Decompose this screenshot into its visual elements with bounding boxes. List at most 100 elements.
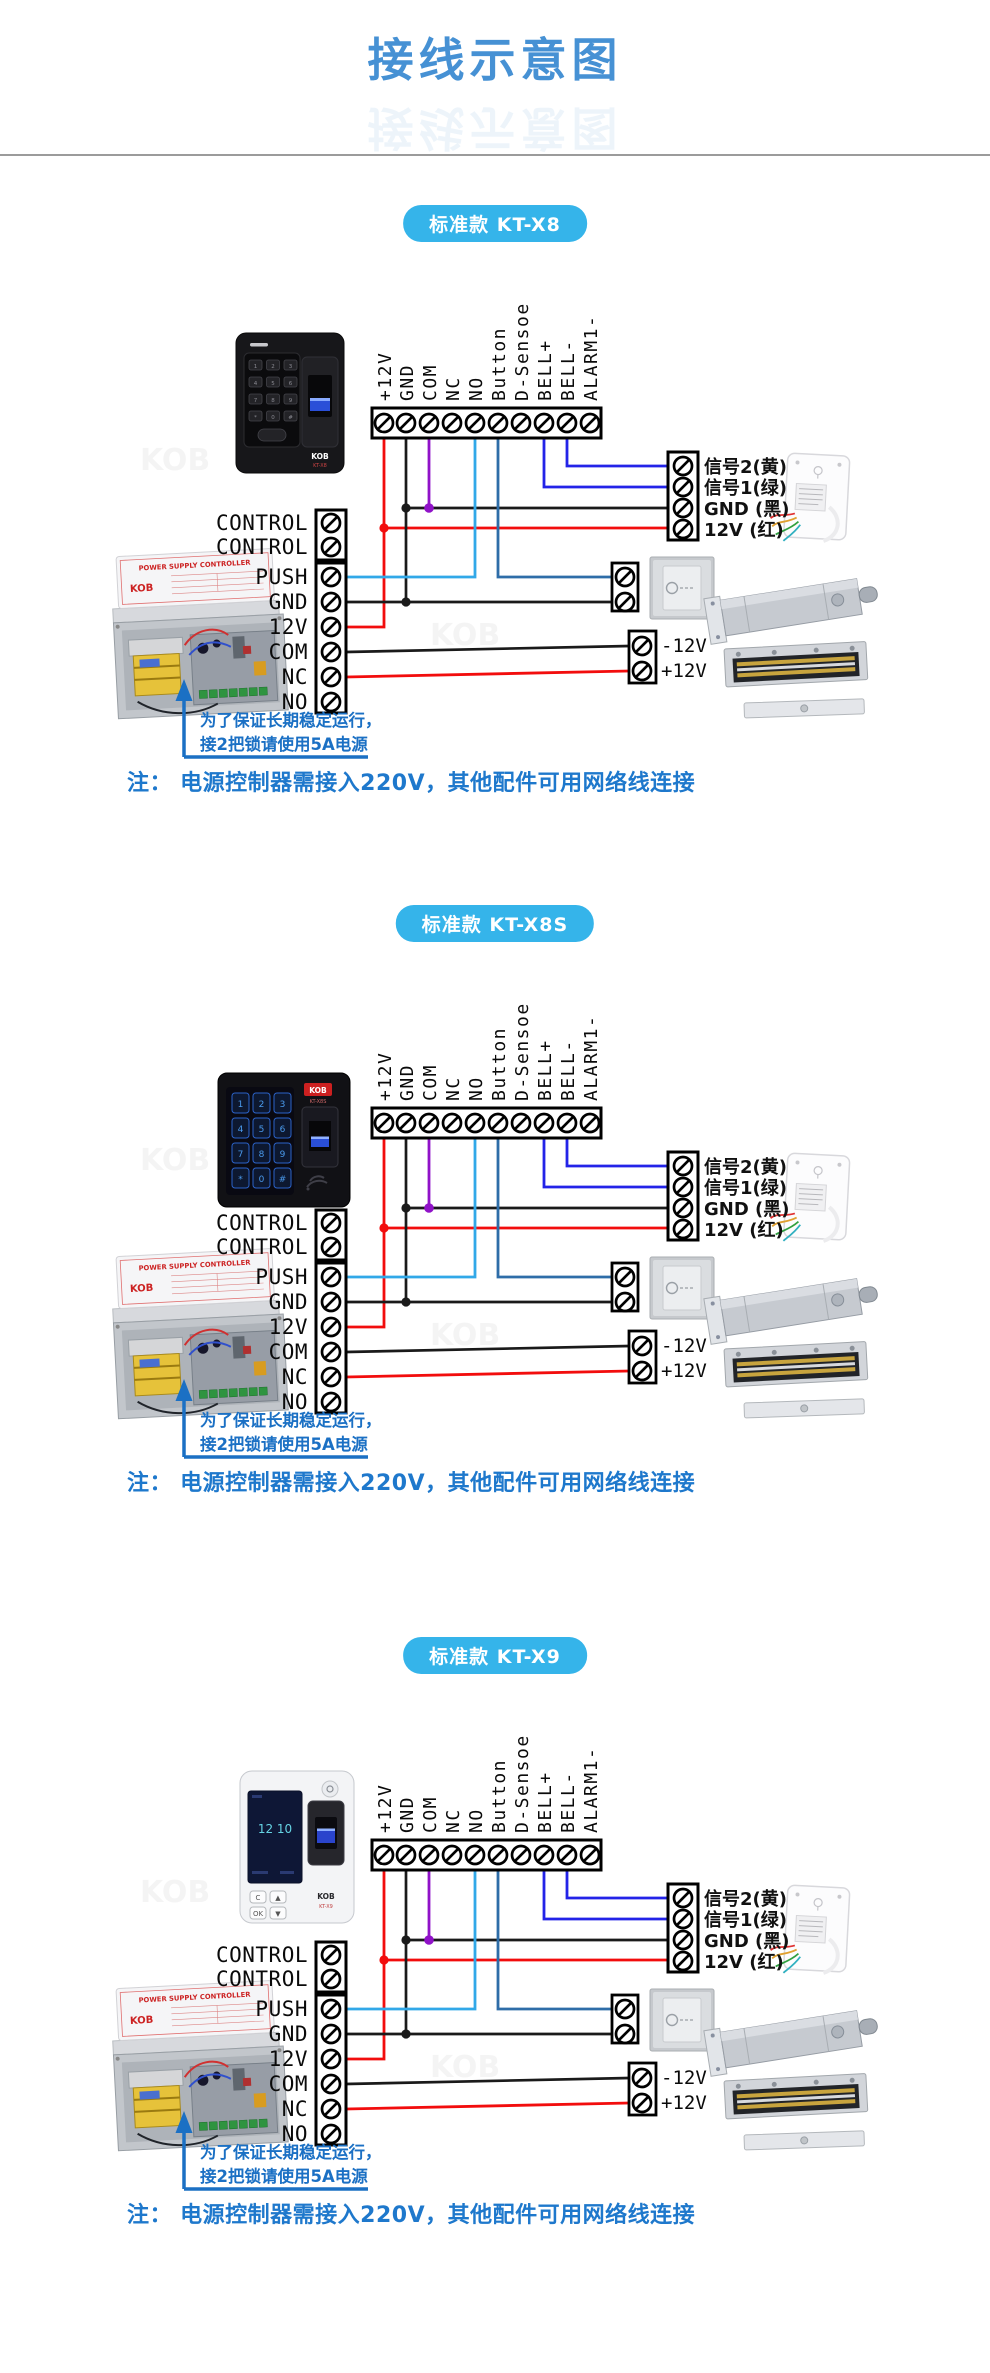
svg-text:D-Sensoe: D-Sensoe [512,1002,533,1101]
svg-text:6: 6 [280,1125,286,1135]
wire-nc-lock-red [345,669,630,679]
psu-brand: KOB [130,1283,154,1295]
svg-text:CONTROL: CONTROL [216,511,308,535]
control-labels: CONTROL CONTROL [216,511,308,559]
svg-text:GND (黑): GND (黑) [704,499,790,520]
svg-text:12V (红): 12V (红) [704,1951,784,1973]
svg-text:NC: NC [443,376,464,401]
wire-no-push-cyan [346,1138,477,1279]
svg-text:NO: NO [466,376,487,401]
svg-text:2: 2 [259,1100,265,1110]
bottom-note: 注： 电源控制器需接入220V，其他配件可用网络线连接 [127,2202,695,2228]
svg-text:CONTROL: CONTROL [216,1235,308,1259]
svg-text:BELL-: BELL- [558,1771,579,1833]
svg-text:12V: 12V [269,1315,308,1339]
svg-text:#: # [279,1175,287,1185]
lock-voltage-labels: -12V +12V [661,2067,707,2114]
model-badge: 标准款 KT-X8S [395,905,595,942]
svg-text:NO: NO [466,1808,487,1833]
device-brand: KOB [309,1086,327,1095]
power-supply-photo: POWER SUPPLY CONTROLLER KOB [112,1980,289,2152]
wiring-diagram: KOB KOB POWER SUPPLY CONTROLLER KOB [112,1734,878,2228]
svg-text:信号2(黄): 信号2(黄) [704,456,787,478]
tip-arrow [175,2111,368,2191]
tip-text-line1: 为了保证长期稳定运行， [200,710,382,730]
svg-text:3: 3 [280,1100,286,1110]
kob-watermark: KOB [140,1875,210,1910]
svg-text:NC: NC [282,1365,308,1389]
svg-text:0: 0 [271,415,275,421]
svg-text:CONTROL: CONTROL [216,535,308,559]
svg-text:-12V: -12V [661,2067,707,2089]
junction-dot-black [401,1935,411,1945]
svg-text:Button: Button [489,1027,510,1101]
wire-bell-plus-blue [542,1870,668,1921]
svg-text:BELL-: BELL- [558,339,579,401]
exit-button-photo [649,556,715,620]
svg-text:8: 8 [271,398,275,404]
speaker-icon [321,1780,339,1798]
svg-text:PUSH: PUSH [255,565,308,589]
wire-com-lock-black [345,644,630,654]
svg-text:+12V: +12V [375,1784,396,1833]
device-brand: KOB [317,1892,335,1901]
bottom-note: 注： 电源控制器需接入220V，其他配件可用网络线连接 [127,1470,695,1496]
svg-text:7: 7 [254,398,258,404]
screen-time: 12 10 [258,1822,292,1836]
junction-dot-red [379,523,389,533]
svg-text:1: 1 [254,364,258,370]
wire-button-steelblue [496,438,612,579]
svg-text:NC: NC [443,1808,464,1833]
svg-text:GND (黑): GND (黑) [704,1931,790,1952]
svg-text:CONTROL: CONTROL [216,1943,308,1967]
svg-text:NC: NC [282,2097,308,2121]
tip-text-line2: 接2把锁请使用5A电源 [200,1434,368,1454]
svg-text:-12V: -12V [661,1335,707,1357]
svg-text:12V: 12V [269,615,308,639]
brand-logo [304,1083,332,1096]
armature-plate-photo [743,698,865,719]
lock-voltage-labels: -12V +12V [661,635,707,682]
kob-watermark: KOB [430,618,500,653]
device-terminal-labels: +12V GND COM NC NO Button D-Sensoe BELL+… [375,1734,602,1833]
control-labels: CONTROL CONTROL [216,1943,308,1991]
svg-text:BELL+: BELL+ [535,339,556,401]
kob-watermark: KOB [430,2050,500,2085]
bolt-lock-photo [703,2010,878,2077]
svg-text:BELL+: BELL+ [535,1039,556,1101]
power-terminal-block [314,561,348,715]
svg-text:D-Sensoe: D-Sensoe [512,302,533,401]
tip-text-line1: 为了保证长期稳定运行， [200,2142,382,2162]
power-supply-photo: POWER SUPPLY CONTROLLER KOB [112,548,289,720]
wire-bell-plus-blue [542,1138,668,1189]
lock-voltage-labels: -12V +12V [661,1335,707,1382]
access-device-photo-kt-x9: 12 10 C ▲ OK ▼ KOB [239,1770,355,1924]
doorbell-photo [769,1884,851,1975]
svg-text:COM: COM [420,1064,441,1101]
svg-text:C: C [256,1894,261,1902]
tip-text-line1: 为了保证长期稳定运行， [200,1410,382,1430]
svg-text:3: 3 [289,364,293,370]
wire-button-steelblue [496,1138,612,1279]
svg-text:5: 5 [259,1125,265,1135]
wire-bell-minus-blue [565,438,668,468]
svg-text:NC: NC [282,665,308,689]
svg-text:NO: NO [282,1390,308,1414]
svg-text:1: 1 [238,1100,244,1110]
svg-text:CONTROL: CONTROL [216,1967,308,1991]
svg-text:NO: NO [282,2122,308,2146]
wire-com-lock-black [345,1344,630,1354]
svg-text:COM: COM [269,1340,308,1364]
svg-text:12V (红): 12V (红) [704,519,784,541]
wire-nc-lock-red [345,2101,630,2111]
wire-bell-plus-blue [542,438,668,489]
psu-label-table [171,1270,264,1295]
svg-text:GND: GND [269,2022,308,2046]
psu-brand: KOB [130,583,154,595]
svg-text:+12V: +12V [661,660,707,682]
bolt-lock-photo [703,578,878,645]
svg-text:NC: NC [443,1076,464,1101]
